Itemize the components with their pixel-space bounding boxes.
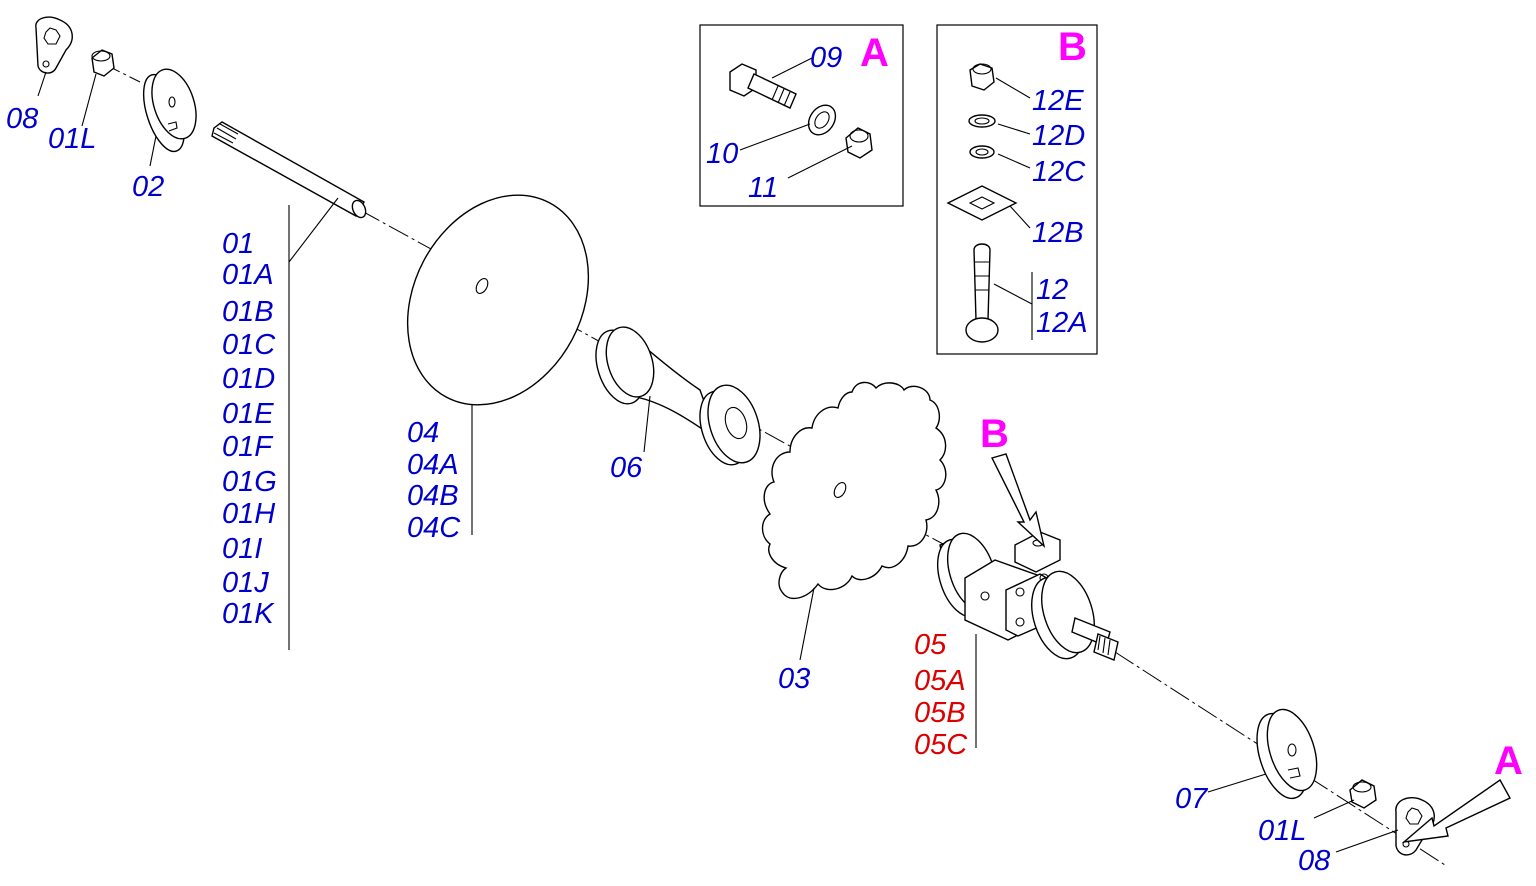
label-12: 12	[1036, 274, 1068, 306]
callout-arrow-b	[990, 453, 1046, 549]
label-01E: 01E	[222, 398, 274, 430]
label-04C: 04C	[407, 512, 461, 544]
label-04A: 04A	[407, 449, 459, 481]
label-08-bottom: 08	[1298, 845, 1330, 877]
detail-a-letter: A	[860, 31, 889, 75]
label-09: 09	[810, 42, 842, 74]
label-01D: 01D	[222, 363, 275, 395]
spacer-06	[595, 326, 761, 466]
nut-01L-bottom	[1349, 779, 1377, 809]
label-04: 04	[407, 417, 439, 449]
label-05: 05	[914, 629, 947, 661]
bearing-cover-07	[1256, 708, 1318, 800]
leader-lines	[37, 57, 1399, 853]
label-10: 10	[706, 138, 738, 170]
label-05A: 05A	[914, 665, 966, 697]
nut-01L-top	[91, 49, 115, 77]
label-01F: 01F	[222, 431, 274, 463]
detail-b-letter: B	[1058, 25, 1087, 69]
label-01G: 01G	[222, 466, 277, 498]
callout-letters: A B B A	[860, 25, 1523, 783]
label-12A: 12A	[1036, 307, 1088, 339]
label-01C: 01C	[222, 329, 276, 361]
label-01H: 01H	[222, 498, 275, 530]
label-08-top: 08	[6, 103, 38, 135]
disc-04	[406, 194, 590, 406]
label-01: 01	[222, 228, 254, 260]
label-01K: 01K	[222, 598, 275, 630]
bearing-cover-02	[142, 68, 197, 153]
label-01A: 01A	[222, 259, 274, 291]
label-12E: 12E	[1032, 85, 1084, 117]
label-12D: 12D	[1032, 120, 1085, 152]
shaft-01	[211, 121, 367, 219]
label-05C: 05C	[914, 729, 968, 761]
label-01L-bottom: 01L	[1258, 815, 1306, 847]
callout-arrow-a	[1401, 778, 1511, 844]
label-01B: 01B	[222, 296, 274, 328]
label-11: 11	[748, 172, 778, 204]
detail-box-a	[699, 24, 904, 207]
label-06: 06	[610, 452, 643, 484]
callout-b-letter: B	[980, 412, 1009, 456]
callout-a-letter: A	[1494, 739, 1523, 783]
label-01J: 01J	[222, 567, 269, 599]
label-01L-top: 01L	[48, 123, 96, 155]
label-07: 07	[1175, 783, 1209, 815]
part-labels: 08 01L 02 01 01A 01B 01C 01D 01E 01F 01G…	[6, 42, 1330, 877]
label-12B: 12B	[1032, 217, 1084, 249]
label-01I: 01I	[222, 533, 262, 565]
label-05B: 05B	[914, 697, 966, 729]
label-02: 02	[132, 171, 164, 203]
bearing-housing-05	[936, 531, 1119, 661]
notched-disc-03	[761, 381, 947, 600]
lock-plate-08-top	[35, 16, 73, 74]
label-03: 03	[778, 663, 810, 695]
detail-box-b	[936, 24, 1098, 355]
highlighted-labels: 05 05A 05B 05C	[914, 629, 968, 761]
label-12C: 12C	[1032, 156, 1086, 188]
label-04B: 04B	[407, 480, 459, 512]
